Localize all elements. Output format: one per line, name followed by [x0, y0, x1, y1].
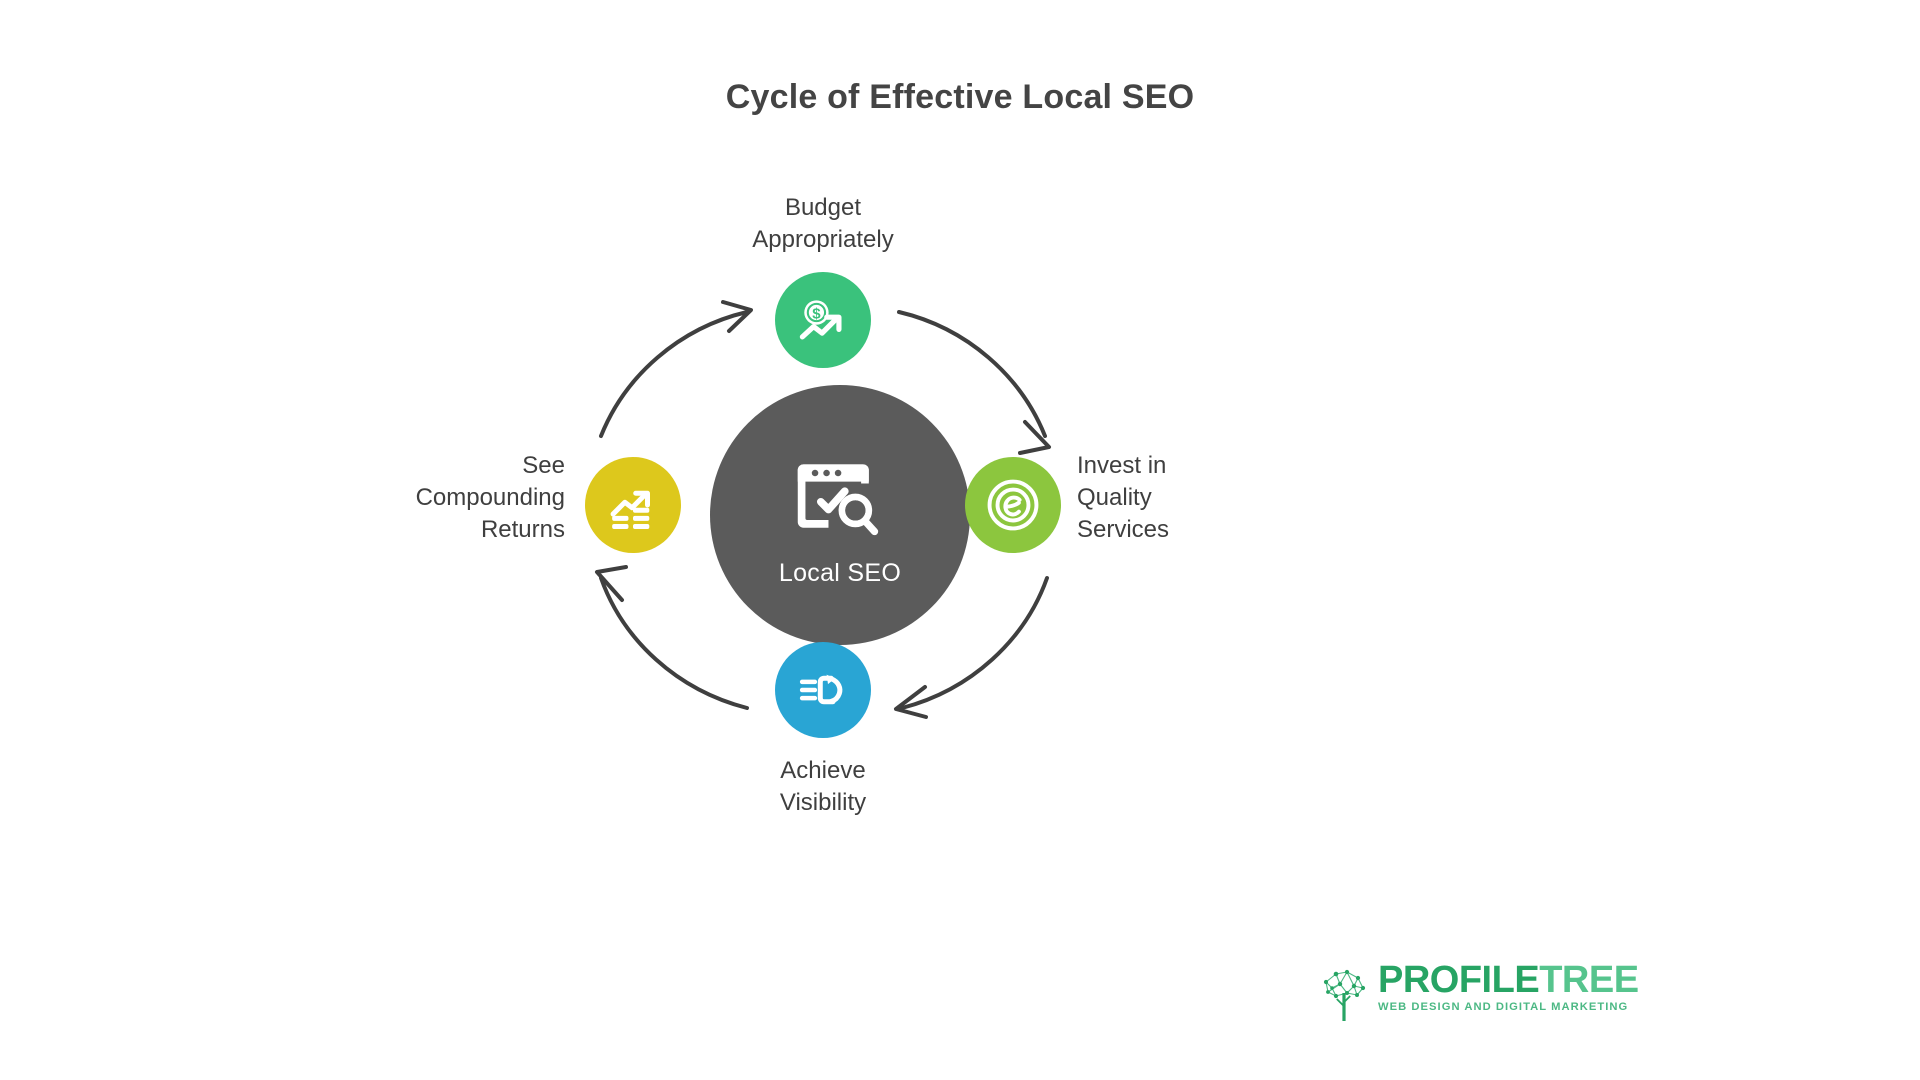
logo-tagline: WEB DESIGN AND DIGITAL MARKETING: [1378, 1001, 1629, 1014]
cycle-node-budget-label: Budget Appropriately: [752, 194, 894, 253]
logo-word-secondary: TREE: [1539, 959, 1639, 1001]
center-hub-label: Local SEO: [778, 558, 902, 587]
cycle-arrow-layer: [595, 300, 1051, 719]
arrow-returns-to-budget: [599, 300, 753, 438]
cycle-node-returns[interactable]: [585, 457, 681, 553]
center-hub: Local SEO: [710, 385, 970, 645]
cycle-node-visibility[interactable]: [775, 642, 871, 738]
e-target-icon: [983, 475, 1043, 535]
browser-window-check-search-icon: [792, 449, 888, 545]
growth-chart-bars-icon: [604, 476, 662, 534]
money-growth-icon: $: [793, 290, 853, 350]
visibility-beam-icon: [794, 661, 852, 719]
cycle-node-visibility-label: Achieve Visibility: [779, 757, 867, 816]
cycle-node-invest-label: Invest in Quality Services: [1077, 452, 1170, 543]
network-tree-icon: [1316, 962, 1372, 1024]
cycle-node-budget[interactable]: $: [775, 272, 871, 368]
cycle-node-returns-label: See Compounding Returns: [415, 452, 565, 543]
cycle-node-invest[interactable]: [965, 457, 1061, 553]
logo-word-primary: PROFILE: [1378, 959, 1540, 1001]
cycle-diagram: Local SEO $ Budget Appropriately: [416, 194, 1465, 990]
svg-text:$: $: [812, 306, 821, 323]
profiletree-logo[interactable]: PROFILETREE WEB DESIGN AND DIGITAL MARKE…: [1316, 959, 1639, 1024]
arrow-visibility-to-returns: [595, 565, 749, 710]
page-title: Cycle of Effective Local SEO: [725, 78, 1195, 116]
logo-wordmark: PROFILETREE: [1378, 959, 1639, 1001]
